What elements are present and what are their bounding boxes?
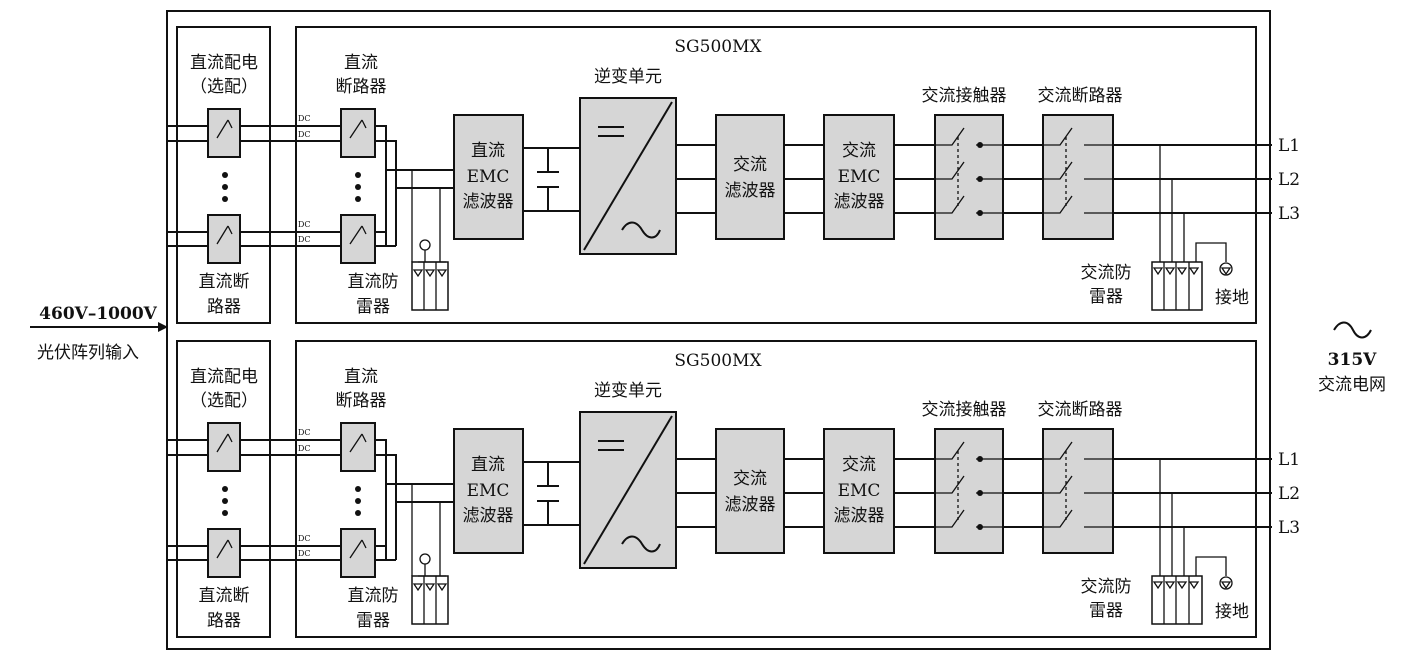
dc-breaker-label-2: 断路器 xyxy=(336,77,387,97)
dc-tag: DC xyxy=(298,444,311,453)
dc-tag: DC xyxy=(298,549,311,558)
phase-l1-label: L1 xyxy=(1278,136,1300,156)
inverter-unit-label: 逆变单元 xyxy=(594,67,662,87)
ac-spd-label-2: 雷器 xyxy=(1089,601,1123,621)
phase-l2-label: L2 xyxy=(1278,170,1300,190)
dc-distribution-breaker-label: 直流断 xyxy=(199,586,250,606)
dc-breaker-label: 直流 xyxy=(344,367,378,387)
dc-distribution-breaker-label-2: 路器 xyxy=(207,611,241,631)
dc-emc-filter-label-3: 滤波器 xyxy=(463,506,514,526)
outer-enclosure xyxy=(166,10,1271,650)
ac-breaker-label: 交流断路器 xyxy=(1038,400,1123,420)
dc-emc-filter-label-2: EMC xyxy=(467,167,510,187)
dc-distribution-breaker-label: 直流断 xyxy=(199,272,250,292)
output-label: 交流电网 xyxy=(1318,375,1386,395)
phase-l2-label: L2 xyxy=(1278,484,1300,504)
dc-emc-filter-label: 直流 xyxy=(471,455,505,475)
dc-breaker-label-2: 断路器 xyxy=(336,391,387,411)
ac-spd-label: 交流防 xyxy=(1081,577,1132,597)
ac-filter-label: 交流 xyxy=(733,469,767,489)
dc-distribution-breaker-label-2: 路器 xyxy=(207,297,241,317)
phase-l3-label: L3 xyxy=(1278,204,1300,224)
ac-spd-label: 交流防 xyxy=(1081,263,1132,283)
inverter-unit-2: 直流配电 （选配） 直流断 路器 SG500MX 直流 断路器 DC DC DC… xyxy=(166,340,1300,638)
output-voltage: 315V xyxy=(1328,350,1377,370)
dc-breaker-label: 直流 xyxy=(344,53,378,73)
ac-spd-label-2: 雷器 xyxy=(1089,287,1123,307)
dc-emc-filter-label-3: 滤波器 xyxy=(463,192,514,212)
ac-contactor-label: 交流接触器 xyxy=(922,86,1007,106)
input-label: 光伏阵列输入 xyxy=(37,343,139,363)
ac-emc-filter-label-2: EMC xyxy=(838,167,881,187)
dc-tag: DC xyxy=(298,235,311,244)
module-title: SG500MX xyxy=(674,37,762,57)
ac-grid-sine-icon xyxy=(1333,321,1372,339)
ac-breaker-label: 交流断路器 xyxy=(1038,86,1123,106)
ground-label: 接地 xyxy=(1215,288,1249,308)
dc-spd-label-2: 雷器 xyxy=(356,611,390,631)
dc-tag: DC xyxy=(298,534,311,543)
dc-tag: DC xyxy=(298,428,311,437)
dc-distribution-optional: （选配） xyxy=(190,391,258,411)
ac-contactor-label: 交流接触器 xyxy=(922,400,1007,420)
dc-emc-filter-label: 直流 xyxy=(471,141,505,161)
dc-spd-label: 直流防 xyxy=(348,272,399,292)
ac-emc-filter-label: 交流 xyxy=(842,141,876,161)
ground-label: 接地 xyxy=(1215,602,1249,622)
dc-distribution-optional: （选配） xyxy=(190,77,258,97)
ac-emc-filter-label-3: 滤波器 xyxy=(834,192,885,212)
inverter-unit-label: 逆变单元 xyxy=(594,381,662,401)
module-title: SG500MX xyxy=(674,351,762,371)
dc-tag: DC xyxy=(298,114,311,123)
dc-tag: DC xyxy=(298,220,311,229)
dc-tag: DC xyxy=(298,130,311,139)
dc-spd-label: 直流防 xyxy=(348,586,399,606)
ac-emc-filter-label: 交流 xyxy=(842,455,876,475)
dc-distribution-title: 直流配电 xyxy=(190,367,258,387)
dc-distribution-title: 直流配电 xyxy=(190,53,258,73)
ac-emc-filter-label-3: 滤波器 xyxy=(834,506,885,526)
input-voltage: 460V–1000V xyxy=(39,304,157,324)
ac-filter-label-2: 滤波器 xyxy=(725,181,776,201)
phase-l1-label: L1 xyxy=(1278,450,1300,470)
dc-emc-filter-label-2: EMC xyxy=(467,481,510,501)
phase-l3-label: L3 xyxy=(1278,518,1300,538)
ac-emc-filter-label-2: EMC xyxy=(838,481,881,501)
ac-filter-label: 交流 xyxy=(733,155,767,175)
dc-spd-label-2: 雷器 xyxy=(356,297,390,317)
ac-filter-label-2: 滤波器 xyxy=(725,495,776,515)
inverter-unit-1: 直流配电 （选配） 直流断 路器 SG500MX 直流 断路器 DC DC DC… xyxy=(166,26,1300,324)
